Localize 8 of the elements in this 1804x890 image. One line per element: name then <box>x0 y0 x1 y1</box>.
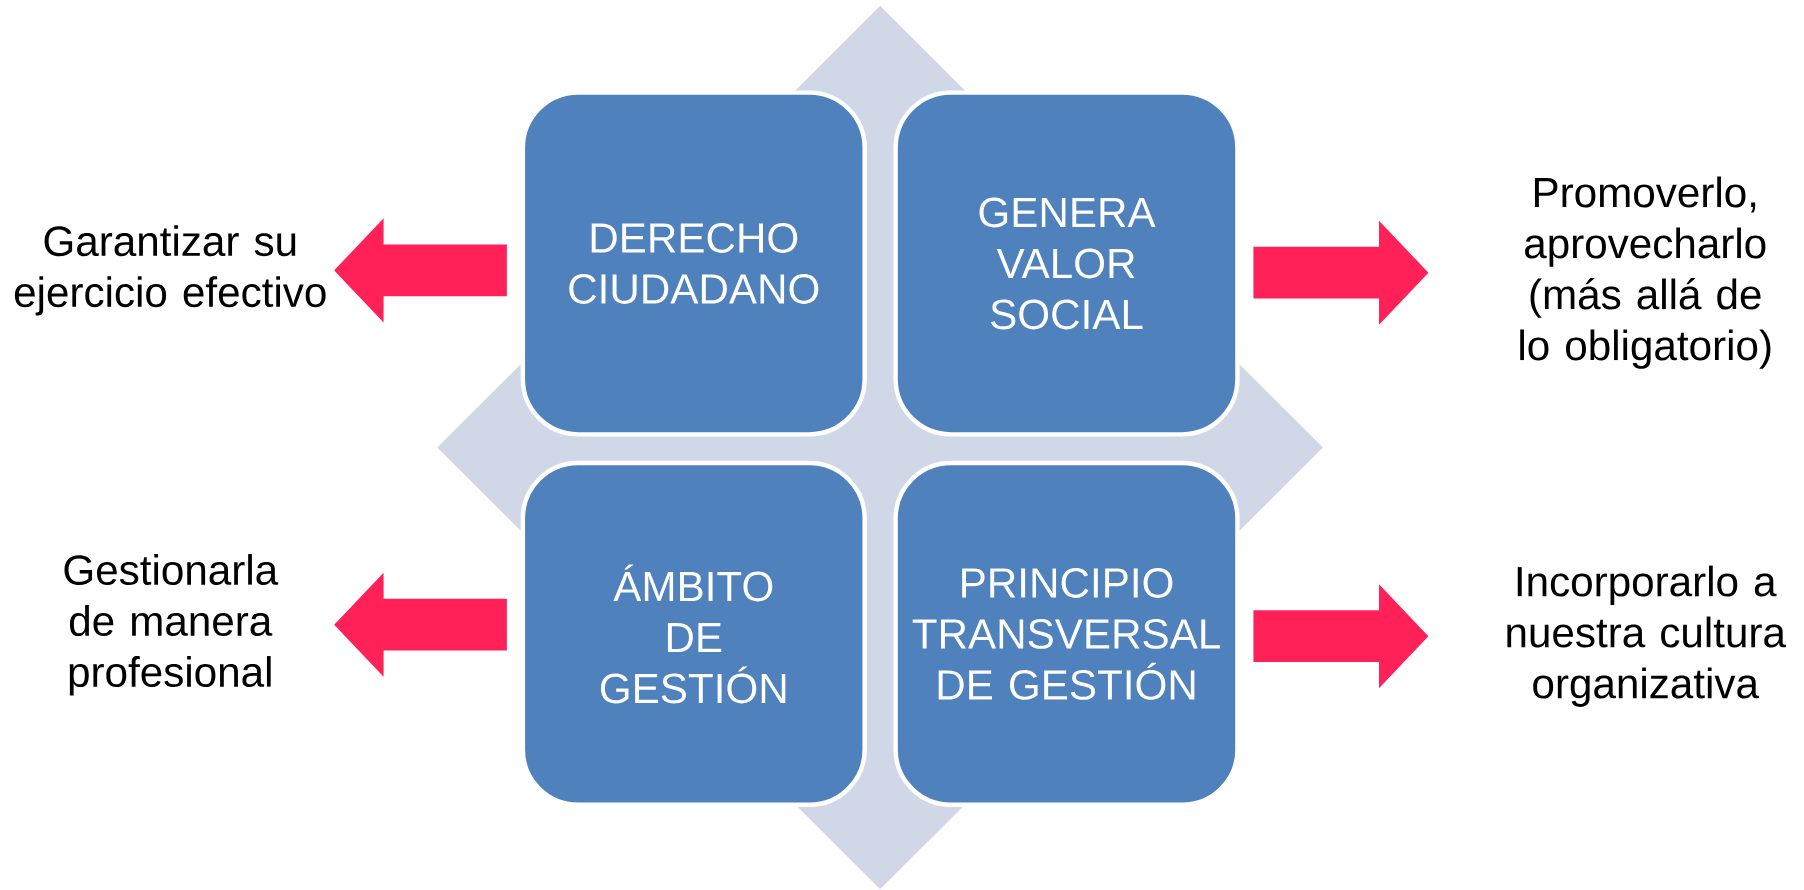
rounded-box: DERECHO CIUDADANO <box>520 90 867 437</box>
rounded-box: ÁMBITO DE GESTIÓN <box>520 460 867 807</box>
text-label: Gestionarla de manera profesional <box>64 553 279 696</box>
rounded-box: GENERA VALOR SOCIAL <box>893 90 1240 437</box>
text-label: Incorporarlo a nuestra cultura organizativa <box>1507 565 1786 707</box>
text-label: Promoverlo, aprovecharlo (más allá de lo obligatorio) <box>1520 176 1771 369</box>
rounded-box: PRINCIPIO TRANSVERSAL DE GESTIÓN <box>893 460 1240 807</box>
text-label: Garantizar su ejercicio efectivo <box>14 224 326 316</box>
